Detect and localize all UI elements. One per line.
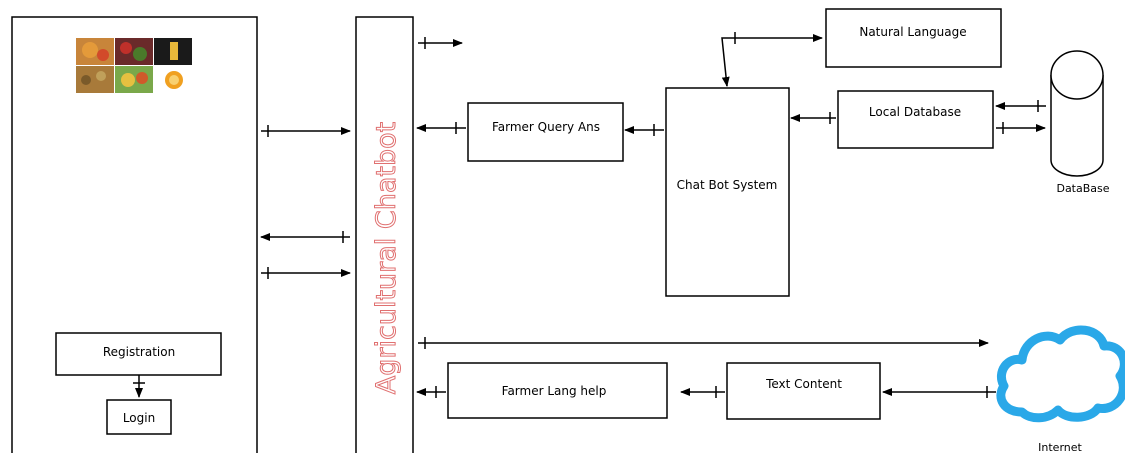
login-box: [106, 399, 172, 435]
natural-language-box: [825, 8, 1002, 68]
chat-bot-system-label: Chat Bot System: [677, 178, 778, 192]
farmer-lang-help-label: Farmer Lang help: [502, 384, 607, 398]
login-label: Login: [123, 411, 155, 425]
chat-bot-system-box: [665, 87, 790, 297]
chatbot-system-natural-language-link: [721, 34, 823, 87]
farmer-lang-help-box: [447, 362, 668, 419]
cloud-icon: [996, 325, 1125, 423]
database-label: DataBase: [1056, 182, 1109, 195]
text-content-label: Text Content: [765, 377, 842, 391]
text-content-box: [726, 362, 881, 420]
agricultural-chatbot-title: Agricultural Chatbot: [371, 122, 402, 394]
farmer-query-ans-label: Farmer Query Ans: [492, 120, 600, 134]
crop-photo-collage: [76, 38, 192, 93]
local-database-box: [837, 90, 994, 149]
agricultural-chatbot-column: [355, 16, 414, 453]
registration-box: [55, 332, 222, 376]
natural-language-label: Natural Language: [859, 25, 966, 39]
registration-label: Registration: [103, 345, 175, 359]
farmer-query-ans-box: [467, 102, 624, 162]
database-cylinder-icon: [1050, 50, 1104, 177]
internet-label: Internet: [1038, 441, 1082, 453]
local-database-label: Local Database: [869, 105, 961, 119]
